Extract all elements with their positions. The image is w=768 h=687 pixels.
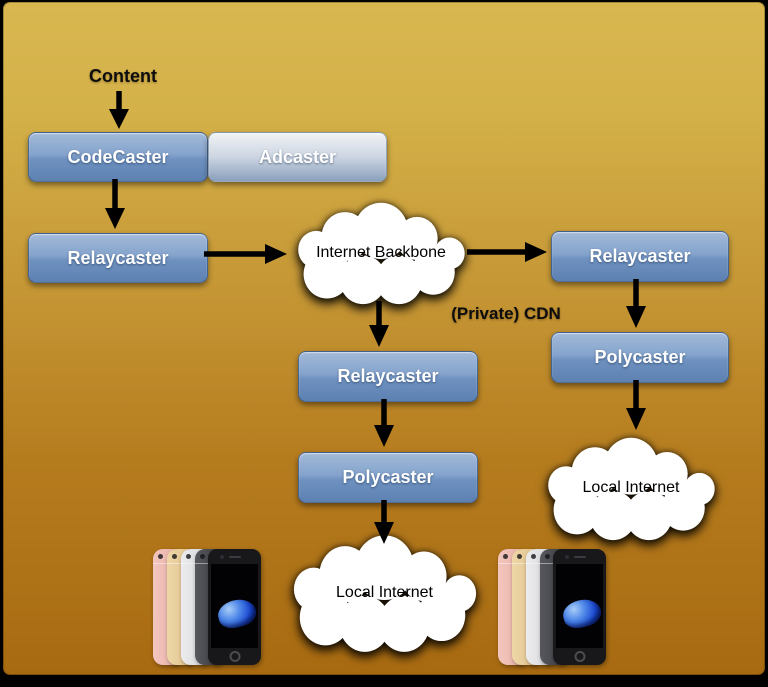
- iphone-black-front: [208, 549, 261, 665]
- cloud-local-internet-right: Local Internet: [541, 434, 721, 542]
- cloud-internet-backbone: Internet Backbone: [291, 199, 471, 306]
- node-polycaster-right: Polycaster: [551, 332, 729, 383]
- iphone-screen: [211, 564, 259, 648]
- iphone-black-front: [553, 549, 606, 665]
- node-relaycaster-left: Relaycaster: [28, 233, 208, 283]
- blue-fish-wallpaper: [215, 595, 259, 632]
- private-cdn-label: (Private) CDN: [451, 304, 561, 323]
- iphone-home-button: [574, 651, 585, 662]
- content-label: Content: [89, 66, 157, 86]
- node-relaycaster-right: Relaycaster: [551, 231, 729, 282]
- cloud-backbone-label: Internet Backbone: [316, 243, 446, 261]
- node-relaycaster-middle: Relaycaster: [298, 351, 478, 402]
- iphone-earpiece: [228, 556, 241, 558]
- iphone-home-button: [229, 651, 240, 662]
- iphone-earpiece: [573, 556, 586, 558]
- diagram-canvas: Content (Private) CDN CodeCaster Adcaste…: [3, 2, 765, 675]
- iphone-front-camera: [220, 555, 224, 559]
- node-adcaster: Adcaster: [208, 132, 387, 182]
- iphone-lineup-right: [498, 549, 606, 665]
- iphone-screen: [556, 564, 604, 648]
- cloud-local-internet-middle: Local Internet: [286, 531, 483, 654]
- node-codecaster: CodeCaster: [28, 132, 208, 182]
- cloud-local-middle-label: Local Internet: [336, 583, 433, 601]
- node-polycaster-middle: Polycaster: [298, 452, 478, 503]
- iphone-front-camera: [565, 555, 569, 559]
- cloud-local-right-label: Local Internet: [582, 479, 680, 496]
- blue-fish-wallpaper: [560, 595, 604, 632]
- iphone-lineup-middle: [153, 549, 261, 665]
